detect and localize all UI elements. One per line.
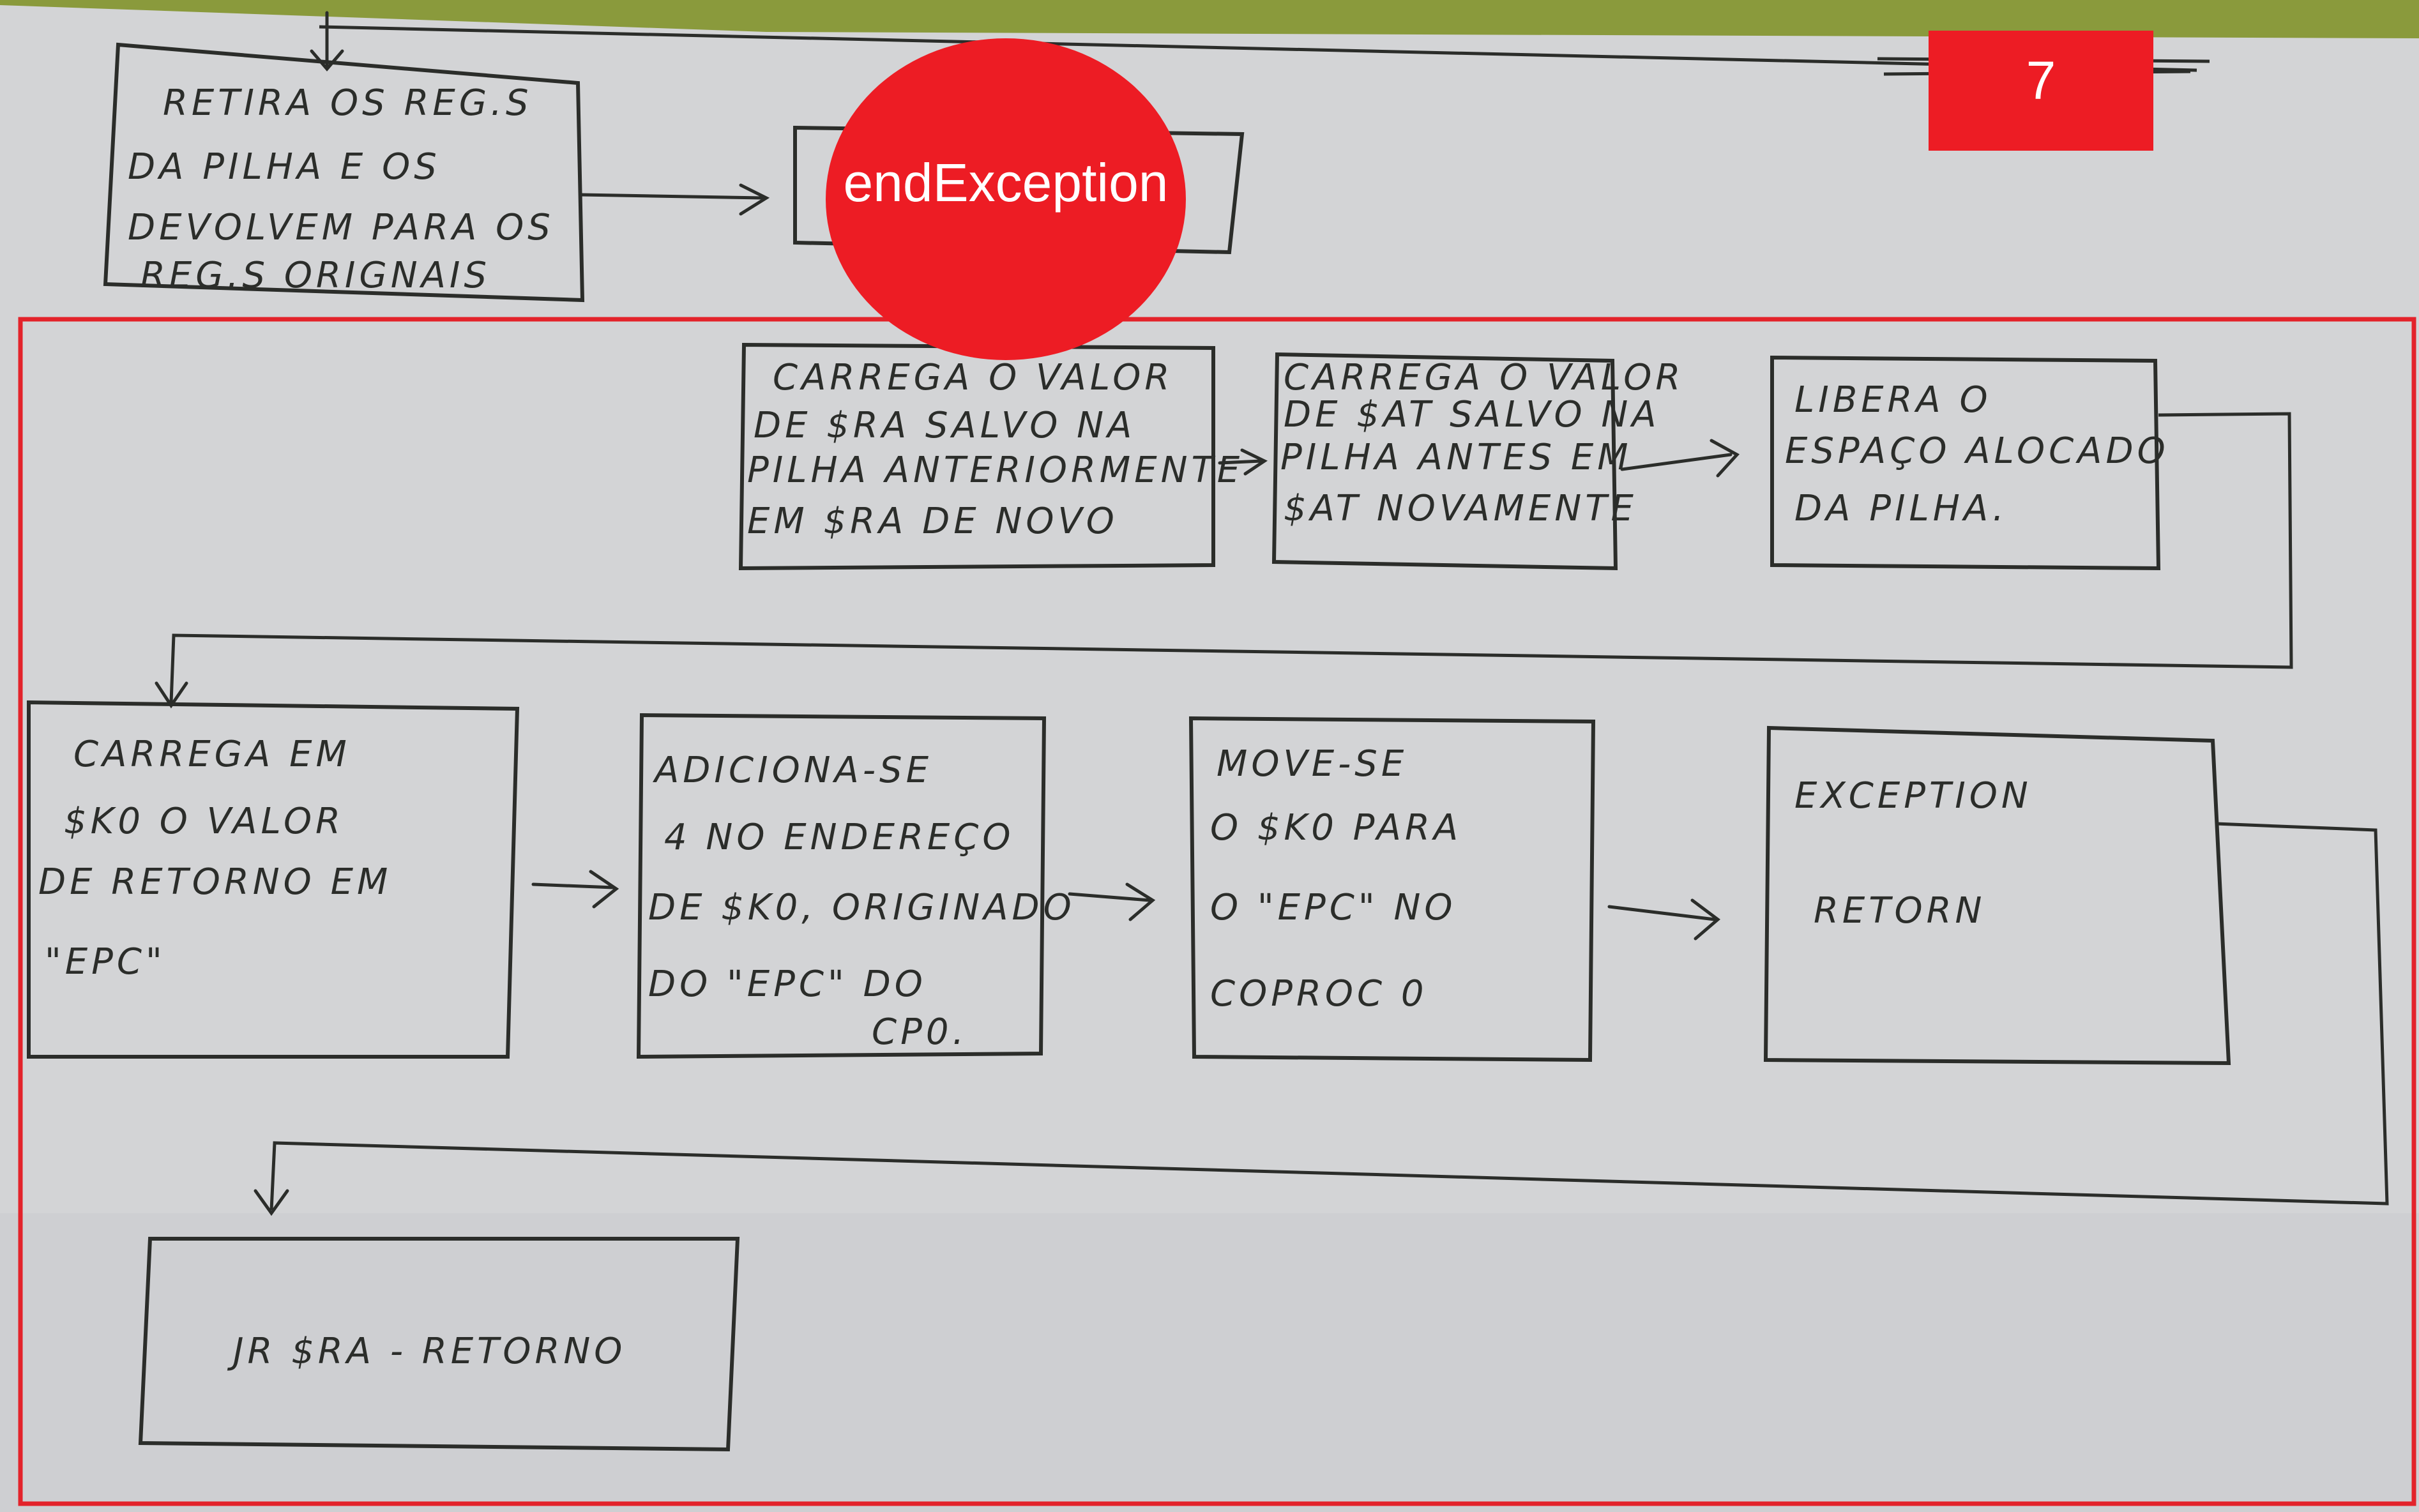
box-retira-line-3: DEVOLVEM PARA OS bbox=[128, 207, 554, 248]
title-badge bbox=[826, 38, 1186, 360]
page-number-badge bbox=[1929, 31, 2153, 151]
box-carrega-ra-line-2: DE $RA SALVO NA bbox=[754, 405, 1135, 446]
arrow-adiciona-to-move bbox=[1068, 882, 1156, 921]
box-carrega-at-line-4: $AT NOVAMENTE bbox=[1284, 488, 1637, 529]
box-jr: JR $RA - RETORNO bbox=[138, 1237, 740, 1452]
box-carrega-at-line-2: DE $AT SALVO NA bbox=[1284, 394, 1660, 435]
arrow-move-to-exception bbox=[1607, 898, 1720, 941]
box-carrega-k0: CARREGA EM $K0 O VALOR DE RETORNO EM "EP… bbox=[27, 700, 520, 1059]
box-carrega-at-line-3: PILHA ANTES EM bbox=[1280, 437, 1632, 478]
arrow-k0-to-adiciona bbox=[531, 870, 619, 909]
box-carrega-k0-line-3: DE RETORNO EM bbox=[38, 861, 391, 903]
box-libera: LIBERA O ESPAÇO ALOCADO DA PILHA. bbox=[1770, 355, 2169, 571]
box-exception-line-1: EXCEPTION bbox=[1794, 775, 2032, 817]
box-carrega-ra-line-4: EM $RA DE NOVO bbox=[747, 501, 1118, 542]
box-libera-line-3: DA PILHA. bbox=[1794, 488, 2008, 529]
connector-row1-to-row2 bbox=[169, 412, 2293, 703]
box-move-line-1b: O $K0 PARA bbox=[1210, 807, 1462, 849]
box-retira-line-2: DA PILHA E OS bbox=[128, 146, 441, 188]
box-carrega-k0-line-1: CARREGA EM bbox=[73, 734, 351, 775]
box-adiciona-line-4: DO "EPC" DO bbox=[648, 964, 927, 1005]
box-exception-line-2: RETORN bbox=[1814, 890, 1985, 932]
box-adiciona-line-3: DE $K0, ORIGINADO bbox=[648, 887, 1075, 928]
arrow-at-to-libera bbox=[1620, 439, 1740, 478]
box-move: MOVE-SE O $K0 PARA O "EPC" NO COPROC 0 bbox=[1188, 716, 1596, 1062]
box-carrega-at: CARREGA O VALOR DE $AT SALVO NA PILHA AN… bbox=[1271, 352, 1684, 571]
box-libera-line-1: LIBERA O bbox=[1794, 379, 1992, 421]
box-carrega-ra-line-3: PILHA ANTERIORMENTE bbox=[747, 450, 1243, 491]
title-badge-text: endException bbox=[843, 153, 1168, 213]
box-retira: RETIRA OS REG.S DA PILHA E OS DEVOLVEM P… bbox=[103, 42, 585, 303]
box-adiciona-line-2: 4 NO ENDEREÇO bbox=[664, 817, 1014, 858]
box-adiciona-line-5: CP0. bbox=[872, 1011, 967, 1053]
box-carrega-ra: CARREGA O VALOR DE $RA SALVO NA PILHA AN… bbox=[738, 342, 1243, 571]
arrow-ra-to-at bbox=[1218, 448, 1268, 476]
arrow-retira-to-end bbox=[579, 183, 770, 216]
box-carrega-ra-line-1: CARREGA O VALOR bbox=[773, 357, 1173, 398]
box-carrega-k0-line-2: $K0 O VALOR bbox=[64, 801, 344, 842]
highlight-frame bbox=[18, 317, 2416, 1506]
page-number-text: 7 bbox=[2026, 50, 2056, 110]
top-connector-line bbox=[319, 25, 2197, 72]
entry-arrow bbox=[310, 11, 344, 72]
connector-row2-to-row3 bbox=[269, 822, 2389, 1211]
box-adiciona-line-1: ADICIONA-SE bbox=[653, 750, 932, 791]
box-move-line-4: COPROC 0 bbox=[1210, 973, 1427, 1015]
box-retira-line-1: RETIRA OS REG.S bbox=[163, 82, 533, 124]
box-jr-line-1: JR $RA - RETORNO bbox=[227, 1331, 626, 1372]
table-edge bbox=[0, 0, 2419, 38]
box-libera-line-2: ESPAÇO ALOCADO bbox=[1785, 430, 2169, 472]
box-exception: EXCEPTION RETORN bbox=[1763, 725, 2231, 1066]
box-carrega-at-line-1: CARREGA O VALOR bbox=[1284, 357, 1684, 398]
box-adiciona: ADICIONA-SE 4 NO ENDEREÇO DE $K0, ORIGIN… bbox=[636, 713, 1075, 1059]
box-move-line-1: MOVE-SE bbox=[1217, 743, 1407, 785]
box-carrega-k0-line-4: "EPC" bbox=[45, 941, 166, 983]
box-move-line-3: O "EPC" NO bbox=[1210, 887, 1456, 928]
box-retira-line-4: REG.S ORIGNAIS bbox=[140, 255, 490, 296]
